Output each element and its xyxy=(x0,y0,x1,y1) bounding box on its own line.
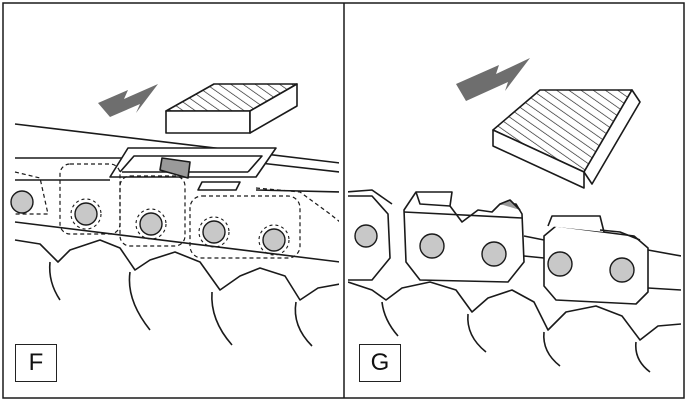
arrow-icon xyxy=(456,58,530,101)
file-front-face xyxy=(165,110,251,134)
drive-links-f xyxy=(14,239,339,301)
file-side-face xyxy=(583,89,641,185)
panel-f-drawing xyxy=(10,83,339,347)
file-side-face xyxy=(249,83,298,134)
drive-links-g xyxy=(348,281,681,341)
file-front-face xyxy=(492,129,585,189)
arrow-icon xyxy=(98,84,158,117)
rivets-f xyxy=(10,190,286,252)
panel-label-g: G xyxy=(359,344,401,382)
panel-label-f: F xyxy=(15,344,57,382)
rivets-g xyxy=(354,224,635,283)
cutter-tooth xyxy=(159,157,191,179)
depth-gauge-top xyxy=(14,123,339,164)
panel-g-drawing xyxy=(348,58,681,373)
